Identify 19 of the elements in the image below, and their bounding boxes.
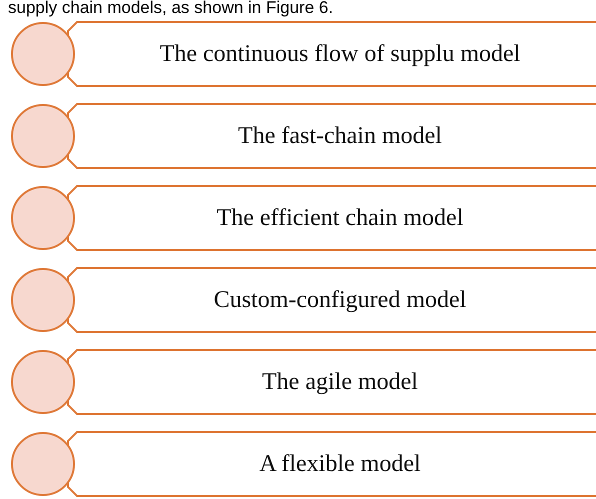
banner-shape [66,103,596,169]
caption-text: supply chain models, as shown in Figure 6. [8,0,334,18]
model-name: The fast-chain model [238,122,442,150]
circle-marker [11,268,75,332]
banner-shape [66,267,596,333]
circle-marker [11,186,75,250]
model-name: Custom-configured model [214,286,466,314]
banner-shape [66,185,596,251]
circle-marker [11,432,75,496]
circle-marker [11,22,75,86]
circle-marker [11,350,75,414]
circle-marker [11,104,75,168]
banner-shape [66,349,596,415]
model-name: The efficient chain model [216,204,464,232]
banner-shape [66,431,596,497]
model-name: The continuous flow of supplu model [160,40,520,68]
banner-shape [66,21,596,87]
model-name: The agile model [262,368,418,396]
model-name: A flexible model [259,450,421,478]
